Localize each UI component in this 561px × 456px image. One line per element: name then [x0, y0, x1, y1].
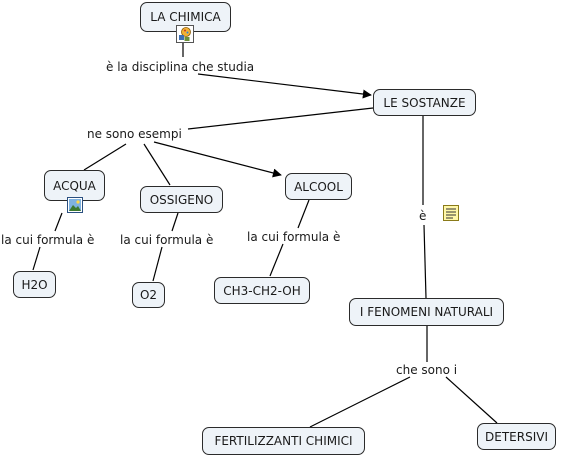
line-acqua-formula — [54, 212, 63, 232]
link-label-formula-acqua[interactable]: la cui formula è — [1, 233, 95, 247]
line-formula-h2o — [32, 246, 41, 271]
concept-i-fenomeni-naturali[interactable]: I FENOMENI NATURALI — [349, 298, 504, 326]
link-label-sono-i[interactable]: che sono i — [396, 363, 458, 377]
line-sostanze-esempi — [187, 107, 374, 130]
line-esempi-ossigeno — [143, 143, 171, 186]
link-label-esempi[interactable]: ne sono esempi — [87, 127, 182, 141]
link-label-formula-alcool[interactable]: la cui formula è — [247, 230, 341, 244]
image-icon[interactable] — [67, 197, 83, 213]
line-formula-ch3 — [269, 243, 284, 277]
line-esempi-alcool — [153, 141, 282, 178]
link-label-studia[interactable]: è la disciplina che studia — [106, 60, 255, 74]
concept-o2[interactable]: O2 — [132, 282, 165, 308]
resource-group-icon[interactable] — [176, 25, 194, 43]
concept-detersivi[interactable]: DETERSIVI — [477, 423, 556, 450]
line-sono-detersivi — [445, 376, 498, 424]
line-esempi-acqua — [83, 143, 127, 171]
line-formula-o2 — [152, 246, 163, 282]
link-label-formula-ossigeno[interactable]: la cui formula è — [120, 233, 214, 247]
line-e-fenomeni — [423, 224, 427, 299]
concept-fertilizzanti-chimici[interactable]: FERTILIZZANTI CHIMICI — [202, 427, 365, 455]
concept-le-sostanze[interactable]: LE SOSTANZE — [373, 89, 476, 116]
line-sono-fertilizzanti — [309, 376, 411, 428]
line-ossigeno-formula — [171, 212, 179, 232]
concept-ossigeno[interactable]: OSSIGENO — [140, 186, 223, 213]
concept-h2o[interactable]: H2O — [13, 271, 56, 298]
line-studia-sostanze — [197, 73, 372, 99]
concept-ch3-ch2-oh[interactable]: CH3-CH2-OH — [214, 277, 310, 304]
concept-alcool[interactable]: ALCOOL — [285, 173, 352, 200]
line-alcool-formula — [297, 199, 310, 229]
concept-la-chimica[interactable]: LA CHIMICA — [140, 2, 231, 32]
link-label-e[interactable]: è — [419, 209, 427, 223]
note-icon[interactable] — [442, 204, 460, 222]
